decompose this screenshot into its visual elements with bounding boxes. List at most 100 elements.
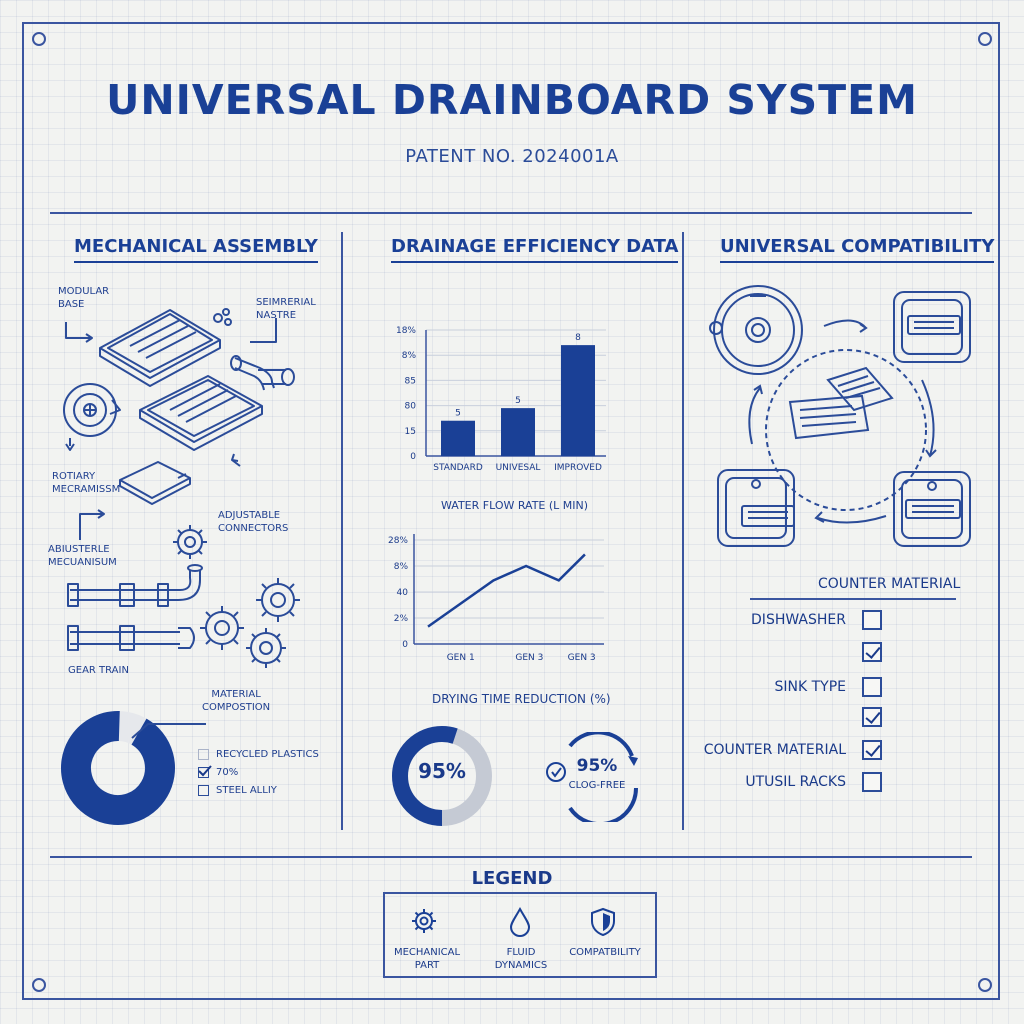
- modular-base-label: MODULAR BASE: [58, 286, 110, 310]
- legend-label-fluid: FLUID DYNAMICS: [494, 947, 548, 971]
- corner-circle-tr: [978, 32, 992, 46]
- bar-1: [501, 408, 535, 456]
- line-series: [427, 553, 586, 628]
- checklist-checkbox[interactable]: [862, 707, 882, 727]
- rotary-dial-icon: [63, 383, 117, 437]
- legend-label-mechanical: MECHANICAL PART: [393, 947, 461, 971]
- column-divider-left: [341, 232, 343, 830]
- bar-y-tick: 18%: [396, 326, 416, 336]
- material-composition-label: MATERIAL COMPOSTION: [202, 689, 271, 713]
- material-donut-chart: [61, 711, 206, 825]
- line-category-label: GEN 3: [568, 653, 596, 663]
- pipe-elbow-icon: [234, 357, 275, 389]
- rotiary-label: ROTIARY MECRAMISSM: [52, 471, 121, 495]
- gear-icon-small: [173, 525, 207, 559]
- ring1-value: 95%: [418, 759, 466, 783]
- material-label: 70%: [216, 767, 239, 778]
- bar-value-label: 5: [515, 396, 521, 406]
- line-category-label: GEN 3: [515, 653, 543, 663]
- bar-2: [561, 345, 595, 456]
- line-y-tick: 28%: [388, 536, 408, 546]
- gear-icon-top-right: [256, 578, 300, 622]
- drying-caption: DRYING TIME REDUCTION (%): [432, 692, 611, 706]
- clog-free-label: CLOG-FREE: [568, 780, 626, 791]
- checklist-checkbox[interactable]: [862, 740, 882, 760]
- round-sink-icon: [709, 285, 803, 375]
- pipe-rail-bottom-icon: [70, 631, 180, 645]
- check-circle-icon: [546, 762, 566, 782]
- patent-number: PATENT NO. 2024001A: [405, 146, 619, 167]
- corner-circle-bl: [32, 978, 46, 992]
- mechanical-assembly-drawing: [63, 308, 300, 668]
- droplet-icon: [509, 906, 531, 937]
- legend-box: MECHANICAL PART FLUID DYNAMICS COMPATBIL…: [383, 892, 657, 978]
- checklist-divider: [750, 598, 956, 600]
- corner-circle-tl: [32, 32, 46, 46]
- ring-arc: [392, 726, 492, 826]
- gear-icon: [412, 909, 436, 933]
- adjustable-connectors-label: ADJUSTABLE CONNECTORS: [218, 510, 289, 534]
- checklist-label: SINK TYPE: [774, 679, 846, 695]
- clog-free-badge: [546, 732, 639, 822]
- bar-category-label: IMPROVED: [554, 463, 602, 473]
- bar-y-tick: 8%: [402, 351, 417, 361]
- material-label: RECYCLED PLASTICS: [216, 749, 319, 760]
- material-checkbox[interactable]: [198, 765, 212, 778]
- checklist-checkbox[interactable]: [862, 642, 882, 662]
- bar-y-tick: 15: [405, 427, 416, 437]
- checklist-label: UTUSIL RACKS: [745, 774, 846, 790]
- abiusterle-label: ABIUSTERLE MECUANISUM: [48, 544, 117, 568]
- checklist-checkbox[interactable]: [862, 610, 882, 630]
- leader-line: [65, 322, 90, 339]
- sink-icon-bottom-left: [717, 469, 795, 547]
- checklist-label: COUNTER MATERIAL: [703, 742, 846, 758]
- pipe-rail-top-icon: [70, 570, 201, 601]
- bar-0: [441, 420, 475, 456]
- checklist-checkbox[interactable]: [862, 677, 882, 697]
- sink-icon-top-right: [893, 291, 971, 363]
- dashed-cycle-ring: [765, 349, 927, 511]
- bar-value-label: 5: [455, 409, 461, 419]
- material-checkbox[interactable]: [198, 749, 209, 760]
- bar-category-label: STANDARD: [433, 463, 483, 473]
- footer-divider: [50, 856, 972, 858]
- compatibility-diagram: [709, 285, 971, 547]
- header-divider: [50, 212, 972, 214]
- sink-icon-bottom-right: [893, 471, 971, 547]
- checklist-checkbox[interactable]: [862, 772, 882, 792]
- mechanical-assembly-title: MECHANICAL ASSEMBLY: [74, 236, 318, 263]
- donut-arc: [61, 711, 175, 825]
- bar-value-label: 8: [575, 333, 581, 343]
- bar-category-label: UNIVESAL: [496, 463, 541, 473]
- bar-y-tick: 85: [405, 376, 416, 386]
- checklist-label: DISHWASHER: [751, 612, 846, 628]
- line-y-tick: 2%: [394, 614, 409, 624]
- donut-leader-line: [131, 723, 206, 739]
- bar-y-tick: 80: [405, 402, 417, 412]
- arrow-head-icon: [628, 756, 638, 766]
- corner-circle-br: [978, 978, 992, 992]
- material-label: STEEL ALLIY: [216, 785, 277, 796]
- legend-label-compatibility: COMPATBILITY: [569, 947, 641, 958]
- cycle-arrow-bottom: [817, 515, 887, 524]
- line-y-tick: 40: [397, 588, 409, 598]
- drainage-efficiency-title: DRAINAGE EFFICIENCY DATA: [391, 236, 679, 263]
- universal-compatibility-title: UNIVERSAL COMPATIBILITY: [720, 236, 995, 263]
- clog-free-value: 95%: [576, 756, 618, 776]
- cycle-arrow-right: [921, 379, 935, 457]
- gear-icon-left: [200, 606, 244, 650]
- material-checkbox[interactable]: [198, 785, 209, 796]
- cycle-arrow-top: [823, 319, 867, 329]
- flow-caption: WATER FLOW RATE (L MIN): [441, 499, 589, 512]
- column-divider-right: [682, 232, 684, 830]
- shield-icon: [591, 907, 615, 937]
- line-y-tick: 0: [402, 640, 408, 650]
- bar-y-tick: 0: [410, 452, 416, 462]
- line-y-tick: 8%: [394, 562, 409, 572]
- gear-train-label: GEAR TRAIN: [68, 665, 129, 676]
- outer-frame: [22, 22, 1000, 1000]
- page-title: UNIVERSAL DRAINBOARD SYSTEM: [106, 76, 918, 124]
- counter-material-header: COUNTER MATERIAL: [818, 576, 961, 592]
